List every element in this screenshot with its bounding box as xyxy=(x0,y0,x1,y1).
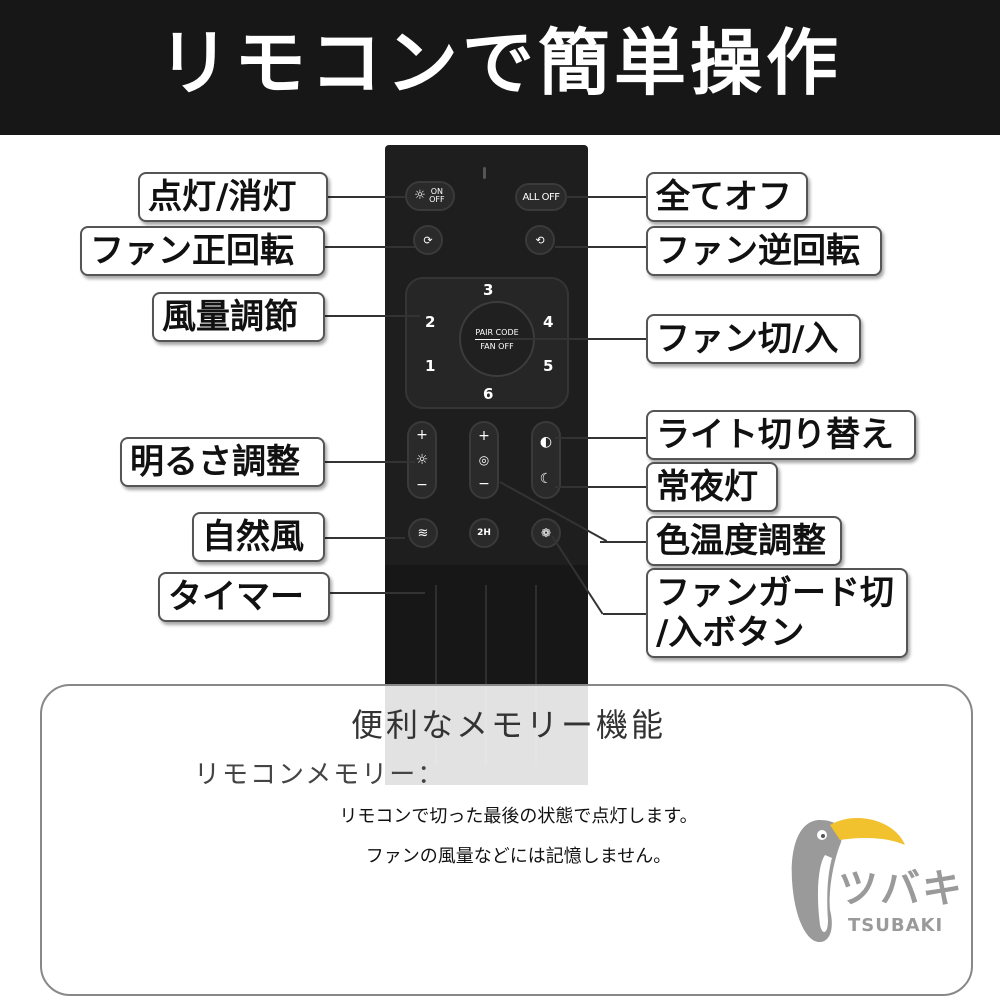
page-title: リモコンで簡単操作 xyxy=(157,20,842,105)
light-switch-icon[interactable]: ◐ xyxy=(539,433,553,450)
leader-line xyxy=(555,246,647,248)
tsubaki-penguin-logo-icon xyxy=(791,817,905,943)
leader-line xyxy=(328,196,406,198)
fan-off-label: FAN OFF xyxy=(480,341,514,351)
label-fan-on-off: ファン切/入 xyxy=(646,314,861,364)
leader-line xyxy=(325,461,415,463)
label-fan-guard-line-2: /入ボタン xyxy=(656,613,805,653)
remote-groove xyxy=(435,585,437,765)
label-fan-forward: ファン正回転 xyxy=(80,226,325,276)
fan-reverse-button[interactable]: ⟲ xyxy=(525,225,555,255)
memory-subtitle: リモコンメモリー： xyxy=(194,760,446,790)
fan-forward-icon: ⟳ xyxy=(423,233,433,247)
moon-icon[interactable]: ☾ xyxy=(539,470,553,487)
fan-forward-button[interactable]: ⟳ xyxy=(413,225,443,255)
on-off-button-label: ON OFF xyxy=(429,187,445,204)
timer-2h-button[interactable]: 2H xyxy=(469,518,499,548)
all-off-button-label: ALL OFF xyxy=(522,191,560,203)
leader-line xyxy=(555,486,647,488)
colortemp-plus-button[interactable]: + xyxy=(478,427,490,444)
brightness-minus-button[interactable]: − xyxy=(416,476,428,493)
label-fan-guard: ファンガード切 /入ボタン xyxy=(646,568,908,658)
fan-speed-5-button[interactable]: 5 xyxy=(543,357,554,375)
remote-groove xyxy=(535,585,537,765)
natural-wind-button[interactable]: ≋ xyxy=(408,518,438,548)
leader-line xyxy=(603,613,648,615)
label-natural-wind: 自然風 xyxy=(192,512,325,562)
label-brightness: 明るさ調整 xyxy=(120,437,325,487)
fan-speed-1-button[interactable]: 1 xyxy=(425,357,436,375)
label-fan-reverse: ファン逆回転 xyxy=(646,226,882,276)
leader-line xyxy=(500,338,648,340)
memory-title: 便利なメモリー機能 xyxy=(350,706,666,744)
label-color-temp: 色温度調整 xyxy=(646,516,842,566)
on-off-button[interactable]: ☼ ON OFF xyxy=(405,181,455,211)
fan-speed-4-button[interactable]: 4 xyxy=(543,313,554,331)
fan-speed-3-button[interactable]: 3 xyxy=(483,281,494,299)
leader-line xyxy=(405,592,425,594)
wave-icon: ≋ xyxy=(417,525,429,541)
sun-icon: ☼ xyxy=(415,451,429,468)
fan-speed-6-button[interactable]: 6 xyxy=(483,385,494,403)
memory-description-1: リモコンで切った最後の状態で点灯します。 xyxy=(339,806,698,827)
label-light-switch: ライト切り替え xyxy=(646,410,916,460)
label-timer: タイマー xyxy=(158,572,330,622)
remote-indicator-led xyxy=(483,167,486,179)
sun-icon: ☼ xyxy=(414,188,426,203)
logo-text-english: TSUBAKI xyxy=(848,915,944,936)
leader-line xyxy=(325,315,420,317)
leader-line xyxy=(566,196,648,198)
label-wind-volume: 風量調節 xyxy=(152,292,325,342)
color-temperature-rocker[interactable]: + ◎ − xyxy=(469,421,499,499)
label-light-on-off: 点灯/消灯 xyxy=(138,172,328,222)
colortemp-minus-button[interactable]: − xyxy=(478,476,490,493)
label-fan-guard-line-1: ファンガード切 xyxy=(656,573,894,613)
fan-speed-2-button[interactable]: 2 xyxy=(425,313,436,331)
logo-text-japanese: ツバキ xyxy=(838,866,964,912)
leader-line xyxy=(555,437,647,439)
timer-2h-label: 2H xyxy=(477,528,491,538)
fan-speed-pad: 3 2 4 1 5 6 PAIR CODE FAN OFF xyxy=(405,277,569,409)
label-night-light: 常夜灯 xyxy=(646,462,778,512)
memory-description-2: ファンの風量などには記憶しません。 xyxy=(365,846,672,867)
remote-groove xyxy=(485,585,487,765)
remote-control: ☼ ON OFF ALL OFF ⟳ ⟲ 3 2 4 1 5 6 PAIR CO… xyxy=(385,145,588,785)
fan-guard-icon: ❁ xyxy=(540,526,552,540)
center-divider xyxy=(475,338,519,340)
header-bar xyxy=(0,0,1000,135)
brightness-rocker[interactable]: + ☼ − xyxy=(407,421,437,499)
leader-line xyxy=(330,592,420,594)
color-temperature-icon: ◎ xyxy=(478,452,490,467)
pair-code-label: PAIR CODE xyxy=(475,327,519,337)
fan-reverse-icon: ⟲ xyxy=(535,233,545,247)
brightness-plus-button[interactable]: + xyxy=(416,427,428,444)
leader-line xyxy=(325,246,415,248)
leader-line xyxy=(325,537,405,539)
leader-line xyxy=(600,541,648,543)
label-all-off: 全てオフ xyxy=(646,172,808,222)
all-off-button[interactable]: ALL OFF xyxy=(515,183,567,211)
